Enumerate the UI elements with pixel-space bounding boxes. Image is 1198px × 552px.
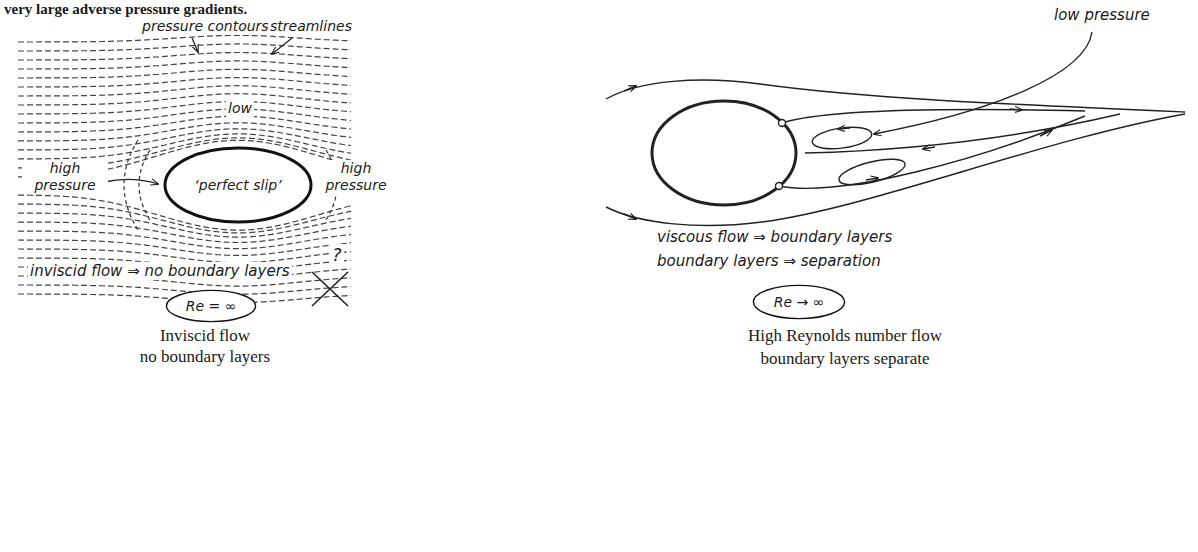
annotation-text: high pressure xyxy=(22,160,108,194)
body-ellipse: ‘perfect slip’ xyxy=(162,145,314,225)
streamline xyxy=(18,94,351,105)
streamline xyxy=(18,134,351,159)
leader-line xyxy=(874,32,1092,134)
annotation-text: pressure contours xyxy=(140,18,271,35)
streamline xyxy=(18,101,351,114)
node-text: ‘perfect slip’ xyxy=(194,177,281,193)
oval-shape xyxy=(166,290,255,321)
leader-line xyxy=(272,38,292,54)
annotation-text: low pressure xyxy=(1052,6,1152,24)
oval-shape xyxy=(753,285,844,318)
annotation-text: high pressure xyxy=(318,160,394,194)
streamline xyxy=(18,69,351,78)
annotation-text: low xyxy=(226,100,254,117)
return-flow xyxy=(805,114,1120,153)
separation-point xyxy=(776,183,783,190)
caption-text: boundary layers separate xyxy=(759,349,932,369)
node-text: Re → ∞ xyxy=(774,294,825,310)
streamline-field xyxy=(18,35,351,302)
streamline xyxy=(18,222,351,242)
cross-mark xyxy=(312,272,348,306)
flow-arrow xyxy=(1010,109,1022,110)
streamline xyxy=(18,44,351,51)
caption-text: Inviscid flow xyxy=(158,326,252,346)
annotation-text: streamlines xyxy=(268,18,354,35)
leader-line xyxy=(192,38,198,52)
eddy-arrow xyxy=(866,178,878,180)
eddy xyxy=(811,124,873,152)
cross-stroke xyxy=(312,272,348,306)
streamline xyxy=(18,240,351,255)
cross-stroke xyxy=(312,272,348,306)
bluff-body xyxy=(652,101,796,205)
streamline xyxy=(18,52,351,60)
pressure-contour xyxy=(124,140,138,230)
oval-shape xyxy=(165,148,311,222)
wake-flow xyxy=(606,32,1185,226)
annotation-text: ? xyxy=(330,244,344,266)
caption-text: very large adverse pressure gradients. xyxy=(2,0,249,18)
streamline xyxy=(18,213,351,237)
streamline xyxy=(18,61,351,69)
streamline xyxy=(18,249,351,263)
annotation-text: boundary layers ⇒ separation xyxy=(655,252,883,270)
streamline xyxy=(606,114,1185,226)
annotation-text: inviscid flow ⇒ no boundary layers xyxy=(28,262,292,280)
flow-arrow xyxy=(624,86,636,91)
pressure-contour xyxy=(139,150,150,220)
annotation-text: viscous flow ⇒ boundary layers xyxy=(655,228,894,246)
streamline xyxy=(18,78,351,87)
eddy xyxy=(837,154,908,190)
node-text: Re = ∞ xyxy=(186,298,237,314)
flow-arrow xyxy=(624,214,636,219)
caption-text: no boundary layers xyxy=(138,347,272,367)
eddy-arrow xyxy=(838,128,850,129)
separation-point xyxy=(779,120,786,127)
flow-arrow xyxy=(1040,130,1052,136)
flow-arrow xyxy=(923,147,935,149)
reynolds-oval: Re = ∞ xyxy=(165,289,257,323)
streamline xyxy=(18,129,351,150)
caption-text: High Reynolds number flow xyxy=(746,326,944,346)
streamline xyxy=(18,123,351,141)
leader-line xyxy=(104,179,158,184)
streamline xyxy=(18,35,351,42)
streamline xyxy=(18,86,351,96)
reynolds-oval: Re → ∞ xyxy=(752,284,846,320)
streamline xyxy=(606,80,1185,112)
pressure-contours xyxy=(124,140,337,230)
